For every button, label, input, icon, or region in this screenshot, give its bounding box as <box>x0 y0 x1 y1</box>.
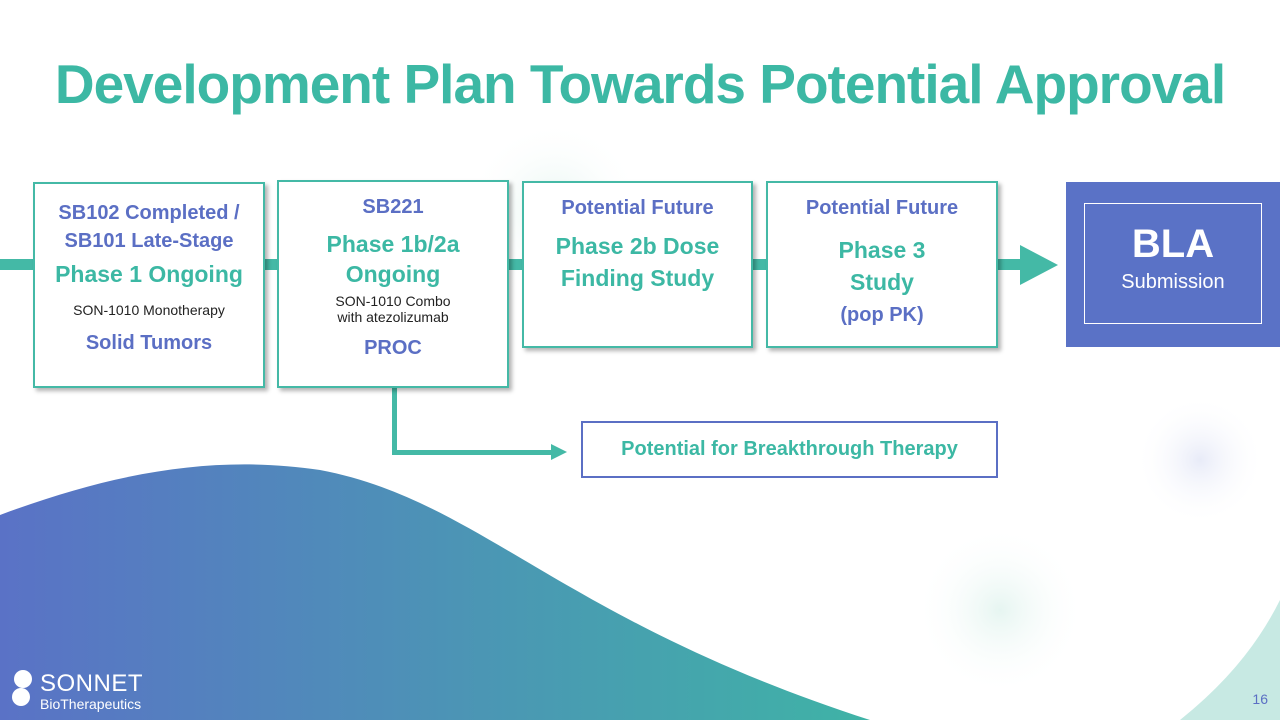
stage-phase: Phase 2b Dose <box>555 233 720 259</box>
stage-box-phase3: Potential Future Phase 3 Study (pop PK) <box>766 181 998 348</box>
stage-detail: SON-1010 Monotherapy <box>73 302 225 318</box>
stage-phase: Phase 1b/2a Ongoing <box>326 231 460 287</box>
logo-mark-icon <box>12 670 32 706</box>
logo-name: SONNET <box>40 670 144 697</box>
logo-sub: BioTherapeutics <box>40 696 142 712</box>
page-title: Development Plan Towards Potential Appro… <box>54 53 1226 115</box>
breakthrough-box: Potential for Breakthrough Therapy <box>581 421 998 478</box>
connector-line <box>0 259 1030 270</box>
branch-line-horizontal <box>392 450 552 455</box>
page-number: 16 <box>1252 691 1268 707</box>
stage-indication: PROC <box>364 337 422 359</box>
bla-subtitle: Submission <box>1121 271 1225 293</box>
branch-line-vertical <box>392 385 397 455</box>
stage-indication: Solid Tumors <box>85 332 213 354</box>
stage-phase: Phase 1 Ongoing <box>55 261 243 287</box>
stage-box-phase2b: Potential Future Phase 2b Dose Finding S… <box>522 181 753 348</box>
stage-box-phase1: SB102 Completed / SB101 Late-Stage Phase… <box>33 182 265 388</box>
stage-header: Potential Future <box>561 197 714 219</box>
stage-phase: Study <box>850 269 914 295</box>
arrow-right-icon <box>1020 245 1058 285</box>
stage-detail: SON-1010 Combo <box>335 293 451 309</box>
stage-header: Potential Future <box>805 197 959 219</box>
stage-box-phase1b2a: SB221 Phase 1b/2a Ongoing SON-1010 Combo… <box>277 180 509 388</box>
stage-note: (pop PK) <box>840 304 924 326</box>
stage-header: SB221 <box>362 196 424 218</box>
stage-header: SB102 Completed / SB101 Late-Stage <box>58 202 240 252</box>
stage-detail: with atezolizumab <box>337 309 449 325</box>
stage-phase: Finding Study <box>560 265 715 291</box>
bla-title: BLA <box>1131 222 1215 266</box>
arrow-right-icon <box>551 444 567 460</box>
bla-box <box>1066 182 1280 347</box>
bla-inner: BLA Submission <box>1084 203 1262 324</box>
stage-phase: Phase 3 <box>838 237 926 263</box>
